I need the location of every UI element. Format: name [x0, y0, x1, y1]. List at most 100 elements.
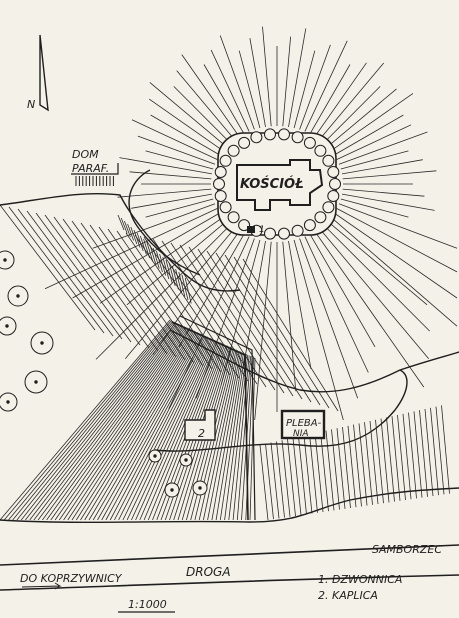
ray-line — [299, 238, 359, 399]
hatch-line-left — [188, 246, 285, 394]
hatch-line-field — [54, 328, 190, 521]
ray-line — [314, 62, 367, 137]
hatch-line-right — [320, 431, 329, 512]
hatch-line-right — [347, 425, 357, 508]
hatch-line-right — [292, 437, 302, 516]
tree-icon — [238, 136, 251, 149]
ray-line — [293, 50, 316, 129]
terrain-outlines — [0, 169, 459, 524]
hatch-line-field — [29, 324, 181, 521]
hatch-line-right — [408, 412, 417, 499]
hatch-tick-bank — [117, 214, 125, 231]
ray-line — [203, 64, 245, 134]
hatch-line-right — [336, 428, 346, 509]
hatch-line-left — [44, 214, 141, 346]
rectory: PLEBA- NIA — [280, 409, 326, 440]
hatch-line-field — [249, 357, 256, 521]
ray-line — [195, 238, 255, 399]
rectory-outline — [280, 409, 326, 440]
hatch-line-field — [67, 330, 194, 521]
church-building: KOŚCIÓŁ — [236, 159, 324, 211]
tree-icon — [291, 224, 304, 237]
hatch-line-field — [50, 327, 188, 521]
legend-item-2: 2. KAPLICA — [318, 589, 378, 602]
ray-line — [181, 54, 240, 137]
hatch-line-field — [105, 335, 207, 521]
bell-tower-symbol — [247, 226, 255, 233]
ray-line — [319, 62, 385, 140]
hatch-line-field — [25, 323, 179, 521]
parish-house-label-line2: PARAF. — [72, 162, 109, 175]
orchard-tree-icon-center — [40, 341, 44, 345]
parish-house-label-line1: DOM — [72, 148, 99, 161]
orchard-tree-icon-center — [153, 454, 157, 458]
hatch-line-right — [265, 443, 274, 520]
ray-line — [119, 157, 213, 175]
parish-house-hatch — [75, 176, 114, 186]
ray-line — [145, 198, 214, 218]
hatch-line-field — [8, 321, 174, 521]
hatch-line-field — [228, 354, 249, 521]
hatch-line-field — [232, 355, 250, 521]
ray-line — [314, 231, 425, 388]
ray-line — [129, 171, 212, 180]
hatch-line-right — [342, 426, 351, 509]
north-arrow-shape — [39, 34, 49, 112]
hatch-tick-bank — [175, 268, 182, 294]
hatch-tick-bank — [127, 223, 134, 241]
hatch-line-left — [62, 218, 159, 352]
hatch-line-left — [0, 204, 96, 331]
tree-icon — [303, 136, 316, 149]
orchard-trees — [0, 250, 208, 498]
tree-icon — [264, 227, 276, 240]
ray-line — [148, 98, 224, 152]
road-to-samborzec-label: SAMBORZEC — [372, 543, 442, 556]
tree-icon — [227, 144, 240, 157]
rectory-terrace-edge — [154, 369, 408, 452]
hatch-line-right — [281, 440, 291, 517]
hatch-line-field — [16, 322, 177, 521]
hatch-line-field — [236, 356, 252, 521]
ray-line — [249, 38, 266, 127]
hatch-line-field — [58, 328, 191, 521]
hatch-line-left — [233, 256, 330, 409]
orchard-tree-icon-center — [16, 294, 20, 298]
church-hill-rays — [44, 26, 458, 421]
hatch-line-field — [0, 319, 171, 521]
tree-icon — [264, 128, 276, 141]
ray-line — [288, 28, 307, 127]
hatch-line-left — [35, 212, 132, 343]
hatch-line-right — [369, 420, 379, 505]
orchard-tree-icon-center — [3, 258, 7, 262]
hatch-tick-bank — [162, 256, 170, 280]
lower-terrace-edge — [0, 487, 459, 524]
hatch-line-right — [402, 413, 412, 500]
ray-line — [319, 228, 430, 359]
hatch-tick-bank — [184, 277, 192, 304]
hatch-line-right — [298, 436, 307, 515]
hatch-line-right — [364, 422, 373, 505]
tree-icon — [213, 178, 225, 190]
ray-line — [131, 119, 218, 160]
orchard-tree-icon-center — [5, 324, 9, 328]
tree-icon — [314, 144, 327, 157]
scale: 1:1000 — [118, 598, 175, 613]
ray-line — [327, 88, 397, 148]
hatch-line-field — [211, 352, 243, 521]
hatch-line-field — [63, 329, 192, 521]
ray-line — [254, 241, 272, 421]
orchard-tree-icon-center — [184, 458, 188, 462]
ray-line — [338, 203, 458, 249]
hatch-line-field — [97, 334, 204, 521]
ray-line — [288, 241, 312, 370]
ray-line — [124, 228, 235, 359]
ray-line — [330, 93, 414, 152]
ray-line — [92, 203, 216, 249]
hatch-line-left — [71, 220, 168, 355]
hatch-line-field — [88, 333, 201, 521]
hatch-tick-bank — [130, 226, 138, 245]
rectory-label-line2: NIA — [293, 429, 309, 439]
hatch-line-left — [89, 224, 186, 361]
ray-line — [342, 188, 425, 197]
rectory-label-line1: PLEBA- — [286, 418, 322, 429]
